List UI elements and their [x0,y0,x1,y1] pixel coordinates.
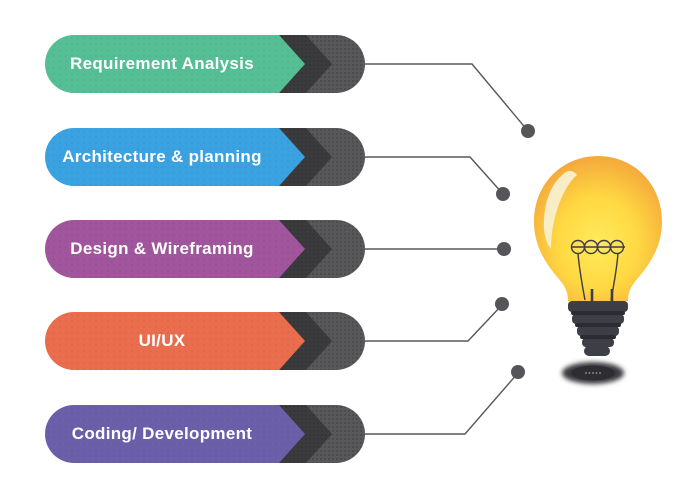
connector-line [365,372,519,435]
bulb-neck-lines [590,289,614,301]
step-row-ui-ux: UI/UX [45,312,368,370]
bulb-glass [534,156,662,301]
connector-dot [496,187,510,201]
bulb-highlight [543,171,577,249]
step-row-design-wireframing: Design & Wireframing [45,220,368,278]
step-row-architecture-planning: Architecture & planning [45,128,368,186]
step-banner: Architecture & planning [45,128,305,186]
step-label: Architecture & planning [62,147,262,166]
step-label: Requirement Analysis [70,54,254,73]
bulb-base-tip [584,346,610,356]
bulb-shadow-core [571,365,615,381]
step-banner: UI/UX [45,312,305,370]
bulb-shadow [562,362,624,384]
bulb-base [568,301,628,356]
step-label: UI/UX [138,331,186,350]
connector-dot [495,297,509,311]
step-row-coding-development: Coding/ Development [45,405,368,463]
step-row-requirement-analysis: Requirement Analysis [45,35,368,93]
step-banner: Design & Wireframing [45,220,305,278]
connector-dot [521,124,535,138]
connector-line [365,156,504,195]
connector-lines [365,63,529,435]
connector-line [365,304,503,342]
bulb-base-grooves [571,311,625,339]
step-banner: Requirement Analysis [45,35,305,93]
connector-dots [495,124,535,379]
lightbulb-icon [534,156,662,384]
connector-dot [511,365,525,379]
connector-dot [497,242,511,256]
connector-line [365,63,529,132]
bulb-shadow-dots [585,372,601,374]
bulb-filament [570,239,625,301]
step-banner: Coding/ Development [45,405,305,463]
step-label: Coding/ Development [71,424,253,443]
step-label: Design & Wireframing [70,239,254,258]
